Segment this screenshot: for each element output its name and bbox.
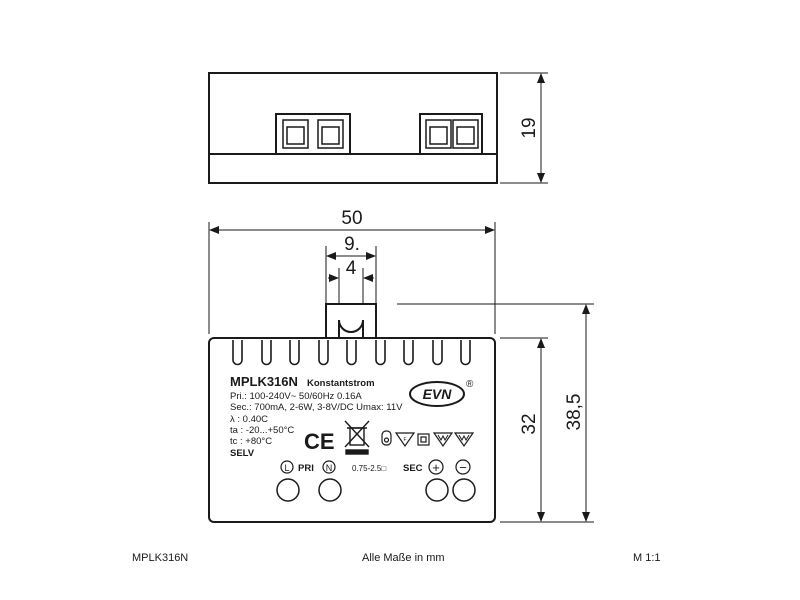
mounting-tab bbox=[325, 303, 377, 338]
dim-top-height-label: 19 bbox=[519, 117, 540, 138]
evn-logo-text: EVN bbox=[423, 386, 453, 402]
vent-slot bbox=[261, 340, 272, 366]
sec-minus-marker: − bbox=[455, 459, 471, 475]
top-terminal-block-right bbox=[419, 113, 483, 155]
top-view-body bbox=[208, 72, 498, 184]
mm-mark-icon-1 bbox=[432, 432, 454, 448]
wire-range: 0.75-2.5□ bbox=[352, 464, 386, 473]
dim-tab-inner-label: 4 bbox=[346, 258, 357, 279]
f-mark-icon: F bbox=[394, 432, 416, 448]
sec-plus-label: + bbox=[432, 460, 440, 475]
model-name: MPLK316N bbox=[230, 374, 298, 389]
svg-text:F: F bbox=[403, 437, 406, 443]
dim-front-width: 50 bbox=[208, 208, 496, 334]
certification-icons: F bbox=[381, 430, 475, 448]
terminal-N-marker: N bbox=[322, 460, 336, 474]
sec-label: SEC bbox=[403, 463, 423, 474]
evn-logo: EVN ® bbox=[409, 379, 474, 407]
vent-slot bbox=[289, 340, 300, 366]
pri-label: PRI bbox=[298, 463, 314, 474]
vent-slot bbox=[403, 340, 414, 366]
spec-lambda: λ : 0.40C bbox=[230, 414, 268, 425]
top-view: 19 bbox=[208, 72, 548, 184]
top-terminal-block-left bbox=[275, 113, 351, 155]
dim-body-height-label: 32 bbox=[519, 413, 540, 434]
ce-mark: CE bbox=[304, 429, 335, 454]
terminal-L-marker: L bbox=[280, 460, 294, 474]
spec-secondary: Sec.: 700mA, 2-6W, 3-8V/DC Umax: 11V bbox=[230, 402, 403, 413]
spec-selv: SELV bbox=[230, 448, 255, 459]
terminal-opening-N bbox=[318, 478, 342, 502]
terminal-L-label: L bbox=[284, 463, 289, 473]
spec-tc: tc : +80°C bbox=[230, 436, 272, 447]
vent-slot bbox=[232, 340, 243, 366]
dim-top-height: 19 bbox=[500, 72, 548, 184]
spec-primary: Pri.: 100-240V~ 50/60Hz 0.16A bbox=[230, 391, 362, 402]
spec-ta: ta : -20...+50°C bbox=[230, 425, 294, 436]
dim-tab-outer-label: 9. bbox=[344, 234, 360, 255]
sec-plus-marker: + bbox=[428, 459, 444, 475]
footer-model: MPLK316N bbox=[132, 552, 189, 564]
thermal-protection-icon bbox=[381, 430, 392, 446]
dim-tab-outer: 9. bbox=[325, 234, 377, 305]
mm-mark-icon-2 bbox=[453, 432, 475, 448]
vent-slot bbox=[375, 340, 386, 366]
dim-front-width-label: 50 bbox=[341, 208, 362, 229]
registered-mark: ® bbox=[466, 379, 474, 390]
dim-tab-inner: 4 bbox=[328, 258, 374, 305]
dim-total-height: 38,5 bbox=[564, 304, 590, 522]
weee-bin-icon bbox=[344, 420, 370, 455]
footer-scale: M 1:1 bbox=[633, 552, 661, 564]
dim-total-height-label: 38,5 bbox=[564, 394, 585, 431]
front-view: 50 9. 4 bbox=[208, 208, 594, 523]
terminal-opening-sec-plus bbox=[425, 478, 449, 502]
double-insulation-icon bbox=[417, 433, 430, 446]
terminal-openings bbox=[276, 478, 476, 502]
terminal-N-label: N bbox=[326, 463, 333, 473]
device-type: Konstantstrom bbox=[307, 378, 375, 389]
vent-slot bbox=[318, 340, 329, 366]
vent-slot bbox=[460, 340, 471, 366]
dim-body-height: 32 bbox=[500, 337, 594, 523]
front-view-body bbox=[208, 337, 496, 523]
vent-slot bbox=[346, 340, 357, 366]
vent-slots bbox=[232, 340, 471, 366]
sec-minus-label: − bbox=[459, 460, 467, 475]
vent-slot bbox=[432, 340, 443, 366]
terminal-opening-L bbox=[276, 478, 300, 502]
footer-units-note: Alle Maße in mm bbox=[362, 552, 445, 564]
terminal-opening-sec-minus bbox=[452, 478, 476, 502]
